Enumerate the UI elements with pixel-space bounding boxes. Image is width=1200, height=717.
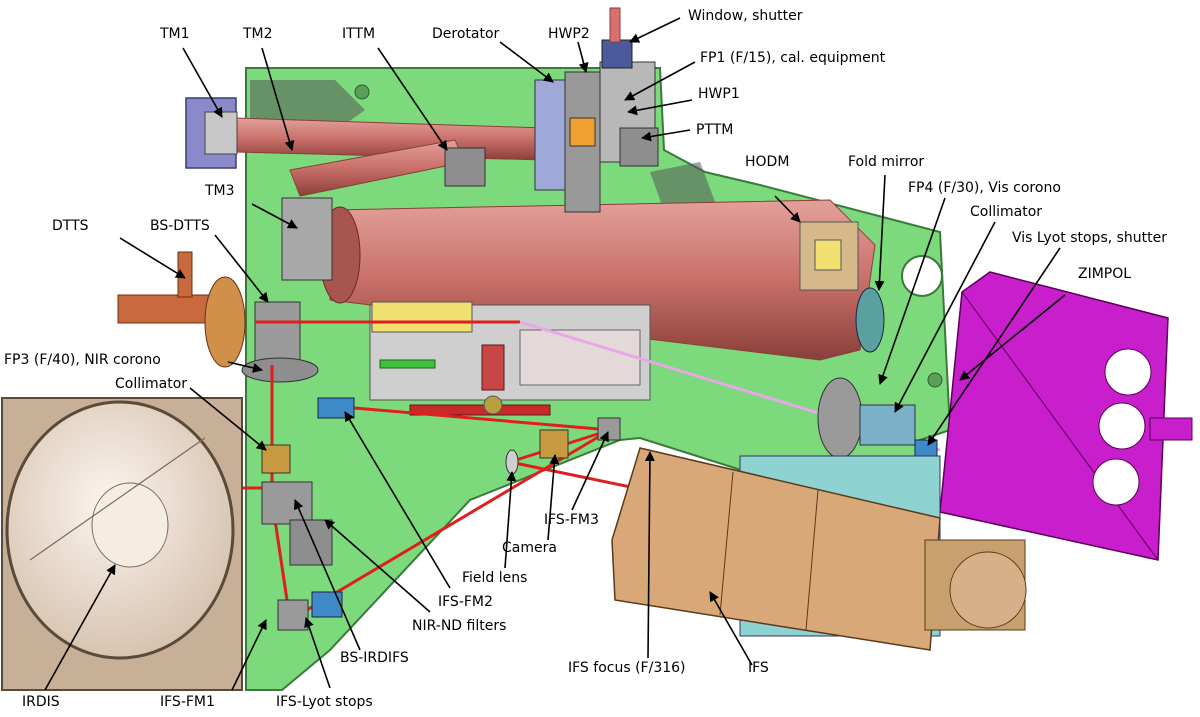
- green-rod: [379, 359, 436, 369]
- tm3-mount: [281, 197, 333, 281]
- tm1-mirror: [204, 111, 238, 155]
- yellow-knob: [483, 395, 503, 415]
- label-derotator: Derotator: [432, 26, 500, 42]
- label-ifs-fm3: IFS-FM3: [544, 512, 599, 528]
- nir-nd-mount: [289, 519, 333, 566]
- zimpol-connector: [1149, 417, 1193, 441]
- irdis-inner-disc: [91, 482, 169, 568]
- label-fp3: FP3 (F/40), NIR corono: [4, 352, 161, 368]
- label-fp1: FP1 (F/15), cal. equipment: [700, 50, 886, 66]
- vis-bench-plate: [519, 329, 641, 386]
- ittm-mount: [444, 147, 486, 187]
- label-collimator-right: Collimator: [970, 204, 1042, 220]
- hodm-mirror: [814, 239, 842, 271]
- label-hwp2: HWP2: [548, 26, 590, 42]
- irdis-line: [29, 437, 206, 561]
- zimpol-port-2: [1098, 402, 1146, 450]
- label-ifs-fm1: IFS-FM1: [160, 694, 215, 710]
- label-window-shutter: Window, shutter: [688, 8, 803, 24]
- label-tm3: TM3: [204, 183, 235, 199]
- fp4-wheel: [817, 377, 863, 459]
- field-lens: [505, 449, 519, 475]
- ifs-fm1-mount: [277, 599, 309, 631]
- label-bs-dtts: BS-DTTS: [150, 218, 210, 234]
- beam-tube-main: [329, 199, 876, 361]
- zimpol-port-1: [1104, 348, 1152, 396]
- label-tm2: TM2: [242, 26, 273, 42]
- camera-mount: [539, 429, 569, 459]
- label-ifs-focus: IFS focus (F/316): [568, 660, 686, 676]
- label-nir-nd: NIR-ND filters: [412, 618, 506, 634]
- fold-mirror: [855, 287, 885, 353]
- label-irdis: IRDIS: [22, 694, 60, 710]
- label-collimator-left: Collimator: [115, 376, 187, 392]
- bs-irdifs-mount: [261, 481, 313, 525]
- collimator-right-mount: [859, 404, 916, 446]
- bench-bolt-1: [354, 84, 370, 100]
- label-dtts: DTTS: [52, 218, 89, 234]
- label-fold-mirror: Fold mirror: [848, 154, 924, 170]
- ifs-divider-1: [719, 471, 734, 616]
- label-ifs-lyot: IFS-Lyot stops: [276, 694, 373, 710]
- window-shutter-unit: [601, 39, 633, 69]
- zimpol-diagonal: [961, 291, 1159, 561]
- fp3-wheel: [241, 357, 319, 383]
- dtts-flange: [204, 276, 246, 368]
- dtts-body: [117, 294, 214, 324]
- leader-lines: [44, 17, 1066, 691]
- label-hwp1: HWP1: [698, 86, 740, 102]
- red-block: [481, 344, 505, 391]
- label-zimpol: ZIMPOL: [1078, 266, 1131, 282]
- ifs-detector-dewar: [949, 551, 1027, 629]
- label-field-lens: Field lens: [462, 570, 527, 586]
- label-tm1: TM1: [159, 26, 190, 42]
- ifs-fm3-mount: [597, 417, 621, 441]
- labels: TM1 TM2 ITTM Derotator HWP2 Window, shut…: [4, 8, 1167, 710]
- ifs-fm2-mount: [317, 397, 355, 419]
- label-fp4: FP4 (F/30), Vis corono: [908, 180, 1061, 196]
- label-ifs-fm2: IFS-FM2: [438, 594, 493, 610]
- ifs-lyot-mount: [311, 591, 343, 618]
- hwp2-window: [569, 117, 596, 147]
- bench-hole: [901, 255, 943, 297]
- red-bar: [409, 404, 551, 416]
- label-ittm: ITTM: [342, 26, 375, 42]
- yellow-plate: [371, 301, 473, 333]
- label-hodm: HODM: [745, 154, 789, 170]
- label-bs-irdifs: BS-IRDIFS: [340, 650, 409, 666]
- pttm-mount: [619, 127, 659, 167]
- ifs-box: [611, 447, 941, 651]
- zimpol-port-3: [1092, 458, 1140, 506]
- label-vis-lyot: Vis Lyot stops, shutter: [1012, 230, 1167, 246]
- window-beam-input: [609, 7, 621, 43]
- bench-bolt-3: [927, 372, 943, 388]
- label-camera: Camera: [502, 540, 557, 556]
- label-pttm: PTTM: [696, 122, 733, 138]
- ifs-divider-2: [805, 489, 819, 631]
- label-ifs: IFS: [748, 660, 769, 676]
